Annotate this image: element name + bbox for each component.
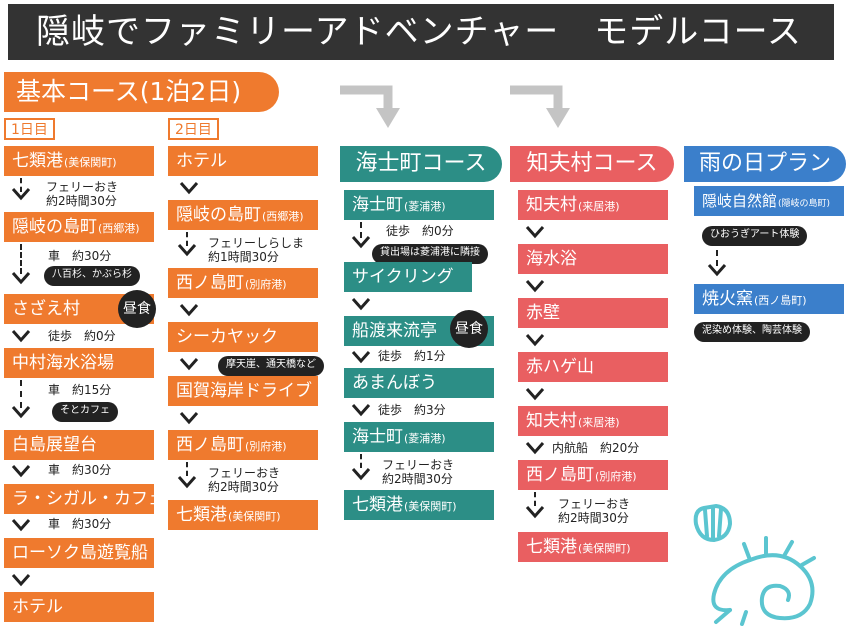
day2-tag: 2日目: [168, 118, 219, 140]
note-bubble: 摩天崖、通天橋など: [218, 356, 324, 376]
transit-label: 徒歩 約1分: [378, 349, 446, 363]
chevron-down-icon: [524, 504, 546, 528]
chevron-down-icon: [176, 242, 198, 266]
chevron-down-icon: [350, 296, 372, 320]
day1-step-shichirui: 七類港(美保関町): [4, 146, 154, 176]
chevron-down-icon: [350, 349, 372, 373]
day2-step-hotel: ホテル: [168, 146, 318, 176]
chevron-down-icon: [350, 466, 372, 490]
note-bubble: ひおうぎアート体験: [702, 226, 808, 246]
chevron-down-icon: [10, 328, 32, 352]
transit-label: フェリーおき約2時間30分: [382, 458, 455, 486]
chibu-step-akahage: 赤ハゲ山: [518, 352, 668, 382]
chibu-step-nishinoshima: 西ノ島町(別府港): [518, 460, 668, 490]
transit-label: 内航船 約20分: [552, 441, 640, 455]
transit-label: 徒歩 約0分: [48, 329, 116, 343]
day1-step-hotel: ホテル: [4, 592, 154, 622]
day2-step-seakayak: シーカヤック: [168, 322, 318, 352]
ama-course-heading: 海士町コース: [340, 146, 502, 182]
chevron-down-icon: [524, 386, 546, 410]
day2-step-nishinoshima-2: 西ノ島町(別府港): [168, 430, 318, 460]
chevron-down-icon: [706, 262, 728, 286]
transit-label: 車 約15分: [48, 383, 112, 397]
day1-tag: 1日目: [4, 118, 55, 140]
chevron-down-icon: [524, 332, 546, 356]
day1-step-shirashima: 白島展望台: [4, 430, 154, 460]
chevron-down-icon: [10, 186, 32, 210]
chevron-down-icon: [178, 180, 200, 204]
chevron-down-icon: [10, 270, 32, 294]
note-bubble: そとカフェ: [52, 402, 118, 422]
day2-step-kuniga-drive: 国賀海岸ドライブ: [168, 376, 318, 406]
chevron-down-icon: [524, 224, 546, 248]
transit-label: 徒歩 約0分: [386, 224, 454, 238]
chevron-down-icon: [524, 278, 546, 302]
ama-step-hishiura-2: 海士町(菱浦港): [344, 422, 494, 452]
transit-label: 車 約30分: [48, 249, 112, 263]
ama-step-amanbou: あまんぼう: [344, 368, 494, 398]
page-title: 隠岐でファミリーアドベンチャー モデルコース: [8, 4, 834, 60]
chibu-step-swim: 海水浴: [518, 244, 668, 274]
ama-step-cycling: サイクリング: [344, 262, 472, 292]
note-bubble: 泥染め体験、陶芸体験: [694, 322, 810, 342]
chibu-course-heading: 知夫村コース: [510, 146, 674, 182]
chibu-step-sekiheki: 赤壁: [518, 298, 668, 328]
day2-step-okinoshima: 隠岐の島町(西郷港): [168, 200, 318, 230]
day1-step-cigale-cafe: ラ・シガル・カフェ: [4, 484, 154, 514]
day2-step-nishinoshima: 西ノ島町(別府港): [168, 268, 318, 298]
gray-arrow-icon: [338, 82, 408, 134]
chevron-down-icon: [350, 402, 372, 426]
transit-label: フェリーしらしま約1時間30分: [208, 236, 305, 264]
chevron-down-icon: [176, 474, 198, 498]
note-bubble: 八百杉、かぶら杉: [44, 266, 140, 286]
chevron-down-icon: [10, 572, 32, 596]
ama-step-shichirui: 七類港(美保関町): [344, 490, 494, 520]
rain-step-takibigama: 焼火窯(西ノ島町): [694, 284, 844, 314]
chevron-down-icon: [524, 440, 546, 464]
transit-label: フェリーおき約2時間30分: [558, 497, 631, 525]
chibu-step-shichirui: 七類港(美保関町): [518, 532, 668, 562]
note-bubble: 貸出場は菱浦港に隣接: [372, 244, 488, 264]
day1-step-rousokujima: ローソク島遊覧船: [4, 538, 154, 568]
chevron-down-icon: [10, 404, 32, 428]
rain-step-shizenkan: 隠岐自然館(隠岐の島町): [694, 186, 844, 216]
transit-label: フェリーおき約2時間30分: [46, 180, 119, 208]
lunch-badge: 昼食: [118, 290, 156, 328]
transit-label: 車 約30分: [48, 517, 112, 531]
chibu-step-kurii-2: 知夫村(来居港): [518, 406, 668, 436]
chibu-step-kurii: 知夫村(来居港): [518, 190, 668, 220]
transit-label: フェリーおき約2時間30分: [208, 466, 281, 494]
transit-label: 車 約30分: [48, 463, 112, 477]
ama-step-hishiura: 海士町(菱浦港): [344, 190, 494, 220]
chevron-down-icon: [178, 302, 200, 326]
seashell-icon: [690, 500, 840, 626]
basic-course-heading: 基本コース(1泊2日): [4, 72, 279, 112]
day1-step-nakamura: 中村海水浴場: [4, 348, 154, 378]
chevron-down-icon: [350, 234, 372, 258]
gray-arrow-icon: [508, 82, 578, 134]
transit-label: 徒歩 約3分: [378, 403, 446, 417]
chevron-down-icon: [178, 356, 200, 380]
chevron-down-icon: [10, 463, 32, 487]
chevron-down-icon: [10, 517, 32, 541]
rain-plan-heading: 雨の日プラン: [684, 146, 846, 182]
lunch-badge: 昼食: [450, 310, 488, 348]
day1-step-okinoshima: 隠岐の島町(西郷港): [4, 212, 154, 242]
day2-step-shichirui: 七類港(美保関町): [168, 500, 318, 530]
chevron-down-icon: [178, 410, 200, 434]
